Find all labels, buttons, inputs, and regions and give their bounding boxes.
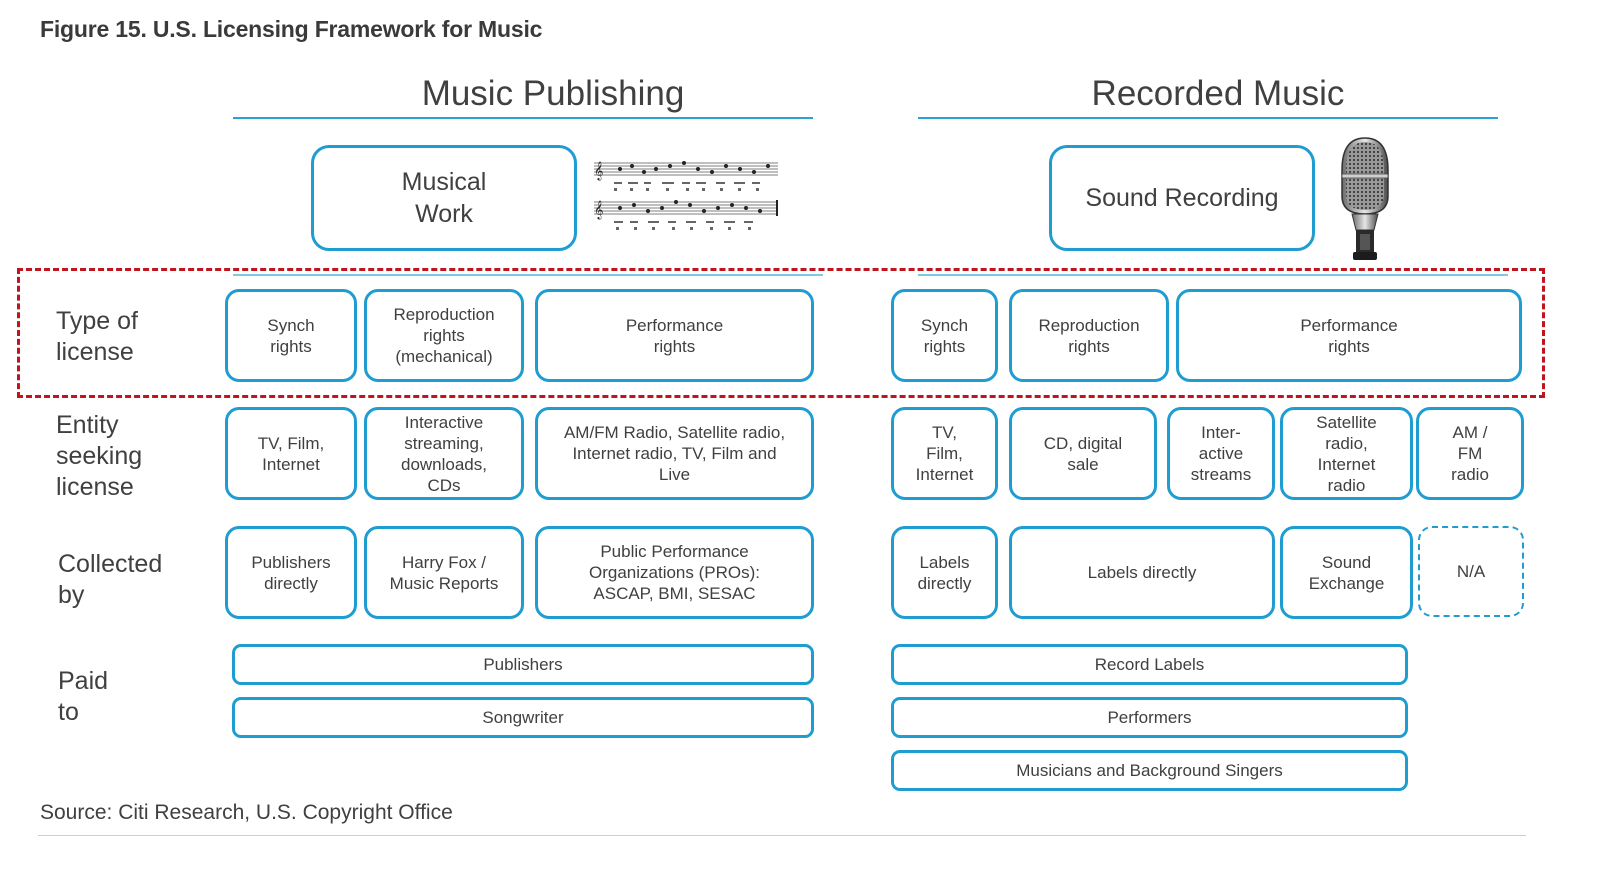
pub-collector-publishers: Publishers directly	[225, 526, 357, 619]
license-type-highlight	[17, 268, 1545, 398]
pub-license-performance: Performance rights	[535, 289, 814, 382]
row-label-entity-seeking-license: Entity seeking license	[56, 411, 143, 501]
rec-license-synch: Synch rights	[891, 289, 998, 382]
rec-entity-tv-film-internet: TV, Film, Internet	[891, 407, 998, 500]
rec-collector-sound-exchange: Sound Exchange	[1280, 526, 1413, 619]
pub-entity-radio-tv-live: AM/FM Radio, Satellite radio, Internet r…	[535, 407, 814, 500]
publishing-license-rule	[233, 274, 823, 276]
rec-collector-labels-directly: Labels directly	[1009, 526, 1275, 619]
sound-recording-box: Sound Recording	[1049, 145, 1315, 251]
rec-entity-satellite-internet-radio: Satellite radio, Internet radio	[1280, 407, 1413, 500]
rec-entity-interactive-streams: Inter- active streams	[1167, 407, 1275, 500]
rec-collector-na: N/A	[1418, 526, 1524, 617]
svg-text:𝄞: 𝄞	[594, 200, 603, 220]
figure-title: Figure 15. U.S. Licensing Framework for …	[40, 16, 543, 42]
row-label-collected-by: Collected by	[58, 550, 163, 609]
rec-collector-labels-directly-synch: Labels directly	[891, 526, 998, 619]
rec-license-reproduction: Reproduction rights	[1009, 289, 1169, 382]
pub-entity-interactive-streaming: Interactive streaming, downloads, CDs	[364, 407, 524, 500]
recorded-license-rule	[918, 274, 1508, 276]
publishing-header-rule	[233, 117, 813, 119]
row-label-paid-to: Paid to	[58, 667, 109, 726]
rec-paid-performers: Performers	[891, 697, 1408, 738]
bottom-divider	[38, 835, 1526, 836]
row-label-type-of-license: Type of license	[56, 307, 138, 366]
pub-paid-publishers: Publishers	[232, 644, 814, 685]
rec-entity-am-fm-radio: AM / FM radio	[1416, 407, 1524, 500]
section-recorded-music: Recorded Music	[1091, 74, 1345, 113]
pub-entity-tv-film-internet: TV, Film, Internet	[225, 407, 357, 500]
pub-collector-pros: Public Performance Organizations (PROs):…	[535, 526, 814, 619]
rec-paid-record-labels: Record Labels	[891, 644, 1408, 685]
musical-work-box: Musical Work	[311, 145, 577, 251]
recorded-header-rule	[918, 117, 1498, 119]
pub-paid-songwriter: Songwriter	[232, 697, 814, 738]
pub-license-synch: Synch rights	[225, 289, 357, 382]
sheet-music-icon: 𝄞 𝄞	[594, 161, 778, 230]
rec-entity-cd-digital: CD, digital sale	[1009, 407, 1157, 500]
source-note: Source: Citi Research, U.S. Copyright Of…	[40, 801, 453, 824]
rec-license-performance: Performance rights	[1176, 289, 1522, 382]
rec-paid-musicians: Musicians and Background Singers	[891, 750, 1408, 791]
pub-collector-harry-fox: Harry Fox / Music Reports	[364, 526, 524, 619]
microphone-icon	[1341, 137, 1389, 260]
svg-text:𝄞: 𝄞	[594, 161, 603, 181]
section-music-publishing: Music Publishing	[421, 74, 685, 113]
pub-license-reproduction: Reproduction rights (mechanical)	[364, 289, 524, 382]
